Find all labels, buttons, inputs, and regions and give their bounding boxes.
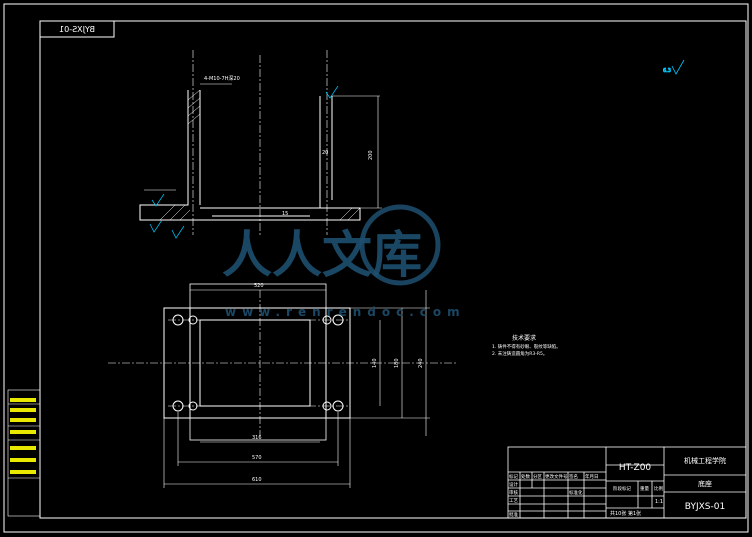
title-block — [507, 446, 747, 519]
svg-text:签名: 签名 — [569, 473, 578, 480]
notes-title: 技术要求 — [512, 334, 536, 342]
height-3-dim: 240 — [418, 358, 424, 368]
material: HT-Z00 — [619, 463, 652, 473]
base-thk-dim: 15 — [282, 211, 288, 217]
length-2-dim: 570 — [252, 455, 262, 461]
side-height-dim: 200 — [368, 150, 374, 160]
drawing-code-mirrored: BYJXS-01 — [59, 25, 95, 34]
height-1-dim: 140 — [372, 358, 378, 368]
svg-text:标记: 标记 — [509, 473, 518, 480]
watermark: 人人文库 www.renrendoc.com — [222, 204, 466, 319]
web-dim: 20 — [322, 150, 328, 156]
note-1: 1. 铸件不得有砂眼、裂纹等缺陷。 — [492, 343, 561, 350]
svg-text:审核: 审核 — [509, 489, 518, 496]
watermark-text: 人人文库 — [222, 226, 422, 284]
svg-text:阶段标记: 阶段标记 — [613, 485, 631, 492]
svg-text:分区: 分区 — [533, 473, 542, 480]
code-box-mirrored: BYJXS-01 — [39, 20, 115, 38]
outer-frame — [3, 3, 749, 533]
inner-frame — [39, 20, 747, 519]
svg-text:批准: 批准 — [509, 511, 518, 518]
left-strip — [7, 389, 41, 517]
part-name: 底座 — [698, 479, 712, 488]
svg-text:工艺: 工艺 — [509, 498, 518, 504]
svg-text:比例: 比例 — [654, 485, 663, 492]
title-block-labels: 标记 处数 分区 更改文件号 签名 年月日 设计 审核 工艺 标准化 批准 阶段… — [509, 473, 663, 518]
roughness-symbol: 6.3 — [663, 59, 685, 75]
school-name: 机械工程学院 — [684, 456, 726, 465]
svg-text:标准化: 标准化 — [569, 489, 583, 496]
plan-dimension-lines — [163, 289, 430, 488]
svg-text:设计: 设计 — [509, 481, 518, 488]
svg-text:年月日: 年月日 — [585, 473, 599, 480]
sheet-info: 共10张 第1张 — [610, 510, 641, 517]
length-3-dim: 610 — [252, 477, 262, 483]
plan-centerlines — [108, 290, 456, 436]
front-view-dimensions — [144, 83, 382, 209]
svg-text:6.3: 6.3 — [663, 68, 671, 74]
front-view — [139, 50, 361, 235]
svg-text:重量: 重量 — [640, 485, 649, 492]
svg-text:更改文件号: 更改文件号 — [545, 473, 568, 480]
thread-callout: 4-M10-7H深20 — [204, 75, 240, 82]
top-width-dim: 520 — [254, 283, 264, 289]
svg-text:处数: 处数 — [521, 473, 530, 480]
length-1-dim: 316 — [252, 435, 262, 441]
scale: 1:1 — [655, 499, 663, 505]
front-roughness-marks — [149, 85, 339, 239]
watermark-url: www.renrendoc.com — [225, 305, 466, 319]
note-2: 2. 未注铸造圆角为R3-R5。 — [492, 350, 547, 357]
drawing-code: BYJXS-01 — [685, 502, 725, 512]
height-2-dim: 180 — [394, 358, 400, 368]
